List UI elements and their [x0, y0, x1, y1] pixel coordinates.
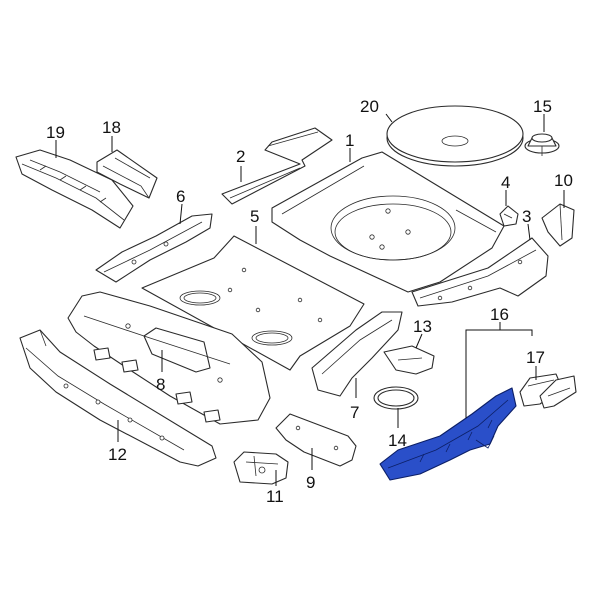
- part-12-side-rail[interactable]: [19, 329, 217, 467]
- callout-15: 15: [533, 97, 552, 116]
- part-9-plate[interactable]: [275, 413, 357, 467]
- part-15-hold-down-bolt[interactable]: [524, 133, 560, 156]
- callout-18: 18: [102, 118, 121, 137]
- callout-17: 17: [526, 348, 545, 367]
- callout-8: 8: [156, 375, 165, 394]
- callout-5: 5: [250, 207, 259, 226]
- part-11-bracket[interactable]: [233, 451, 289, 485]
- callout-9: 9: [306, 473, 315, 492]
- leader-16: [465, 329, 533, 418]
- part-18-bracket[interactable]: [96, 149, 158, 199]
- callout-10: 10: [554, 171, 573, 190]
- part-5-center-floor[interactable]: [141, 235, 365, 371]
- part-16-rear-side-rail[interactable]: [379, 387, 517, 481]
- callout-1: 1: [345, 131, 354, 150]
- part-1-rear-floor-pan[interactable]: [271, 151, 505, 293]
- leader-20: [385, 113, 393, 123]
- callout-16: 16: [490, 305, 509, 324]
- callout-3: 3: [522, 207, 531, 226]
- part-3-rear-panel[interactable]: [411, 237, 549, 307]
- callout-14: 14: [388, 431, 407, 450]
- part-20-spare-tire-cover[interactable]: [386, 105, 524, 167]
- callout-4: 4: [501, 173, 510, 192]
- callout-11: 11: [266, 487, 284, 506]
- part-8-floor-crossmember[interactable]: [67, 291, 271, 425]
- callout-6: 6: [176, 187, 185, 206]
- callout-19: 19: [46, 123, 65, 142]
- leader-lines: [55, 113, 565, 486]
- leader-13: [415, 333, 423, 349]
- callout-13: 13: [413, 317, 432, 336]
- part-2-cross-member[interactable]: [221, 127, 333, 205]
- part-7-gusset[interactable]: [311, 311, 403, 397]
- part-6-cross-member[interactable]: [95, 213, 213, 283]
- part-19-rail-extension[interactable]: [15, 149, 134, 229]
- leader-3: [527, 223, 531, 241]
- part-4-bracket[interactable]: [499, 205, 519, 227]
- leader-6: [179, 203, 183, 225]
- callout-20: 20: [360, 97, 379, 116]
- part-13-plate[interactable]: [383, 345, 435, 375]
- part-17-reinforcement[interactable]: [519, 373, 577, 409]
- callout-labels: 20 15 19 18 2 1 4 10 3 6 5 8 7 13 14 9 1…: [46, 97, 573, 506]
- callout-2: 2: [236, 147, 245, 166]
- callout-12: 12: [108, 445, 127, 464]
- part-10-bracket[interactable]: [541, 203, 575, 247]
- part-14-ring-seal[interactable]: [373, 386, 419, 410]
- callout-7: 7: [350, 403, 359, 422]
